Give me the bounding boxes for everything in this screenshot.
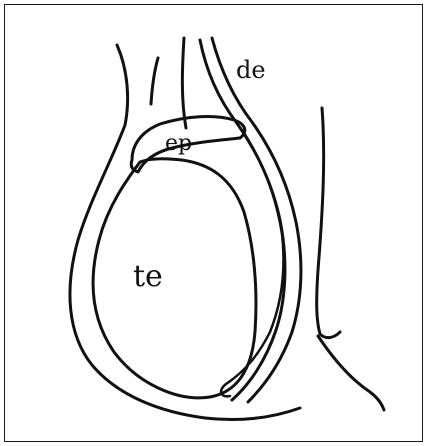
right-scrotal-wall (317, 108, 340, 338)
label-de: de (236, 56, 266, 84)
top-stroke-left (151, 58, 158, 104)
outer-sac-wall (70, 45, 300, 420)
right-lower-curve (318, 336, 384, 410)
label-te: te (133, 259, 163, 294)
label-ep: ep (165, 131, 192, 156)
top-stroke-middle (182, 38, 186, 128)
testis-body (93, 159, 256, 398)
ductus-inner-line (212, 38, 301, 402)
ductus-outer-line (200, 40, 285, 400)
